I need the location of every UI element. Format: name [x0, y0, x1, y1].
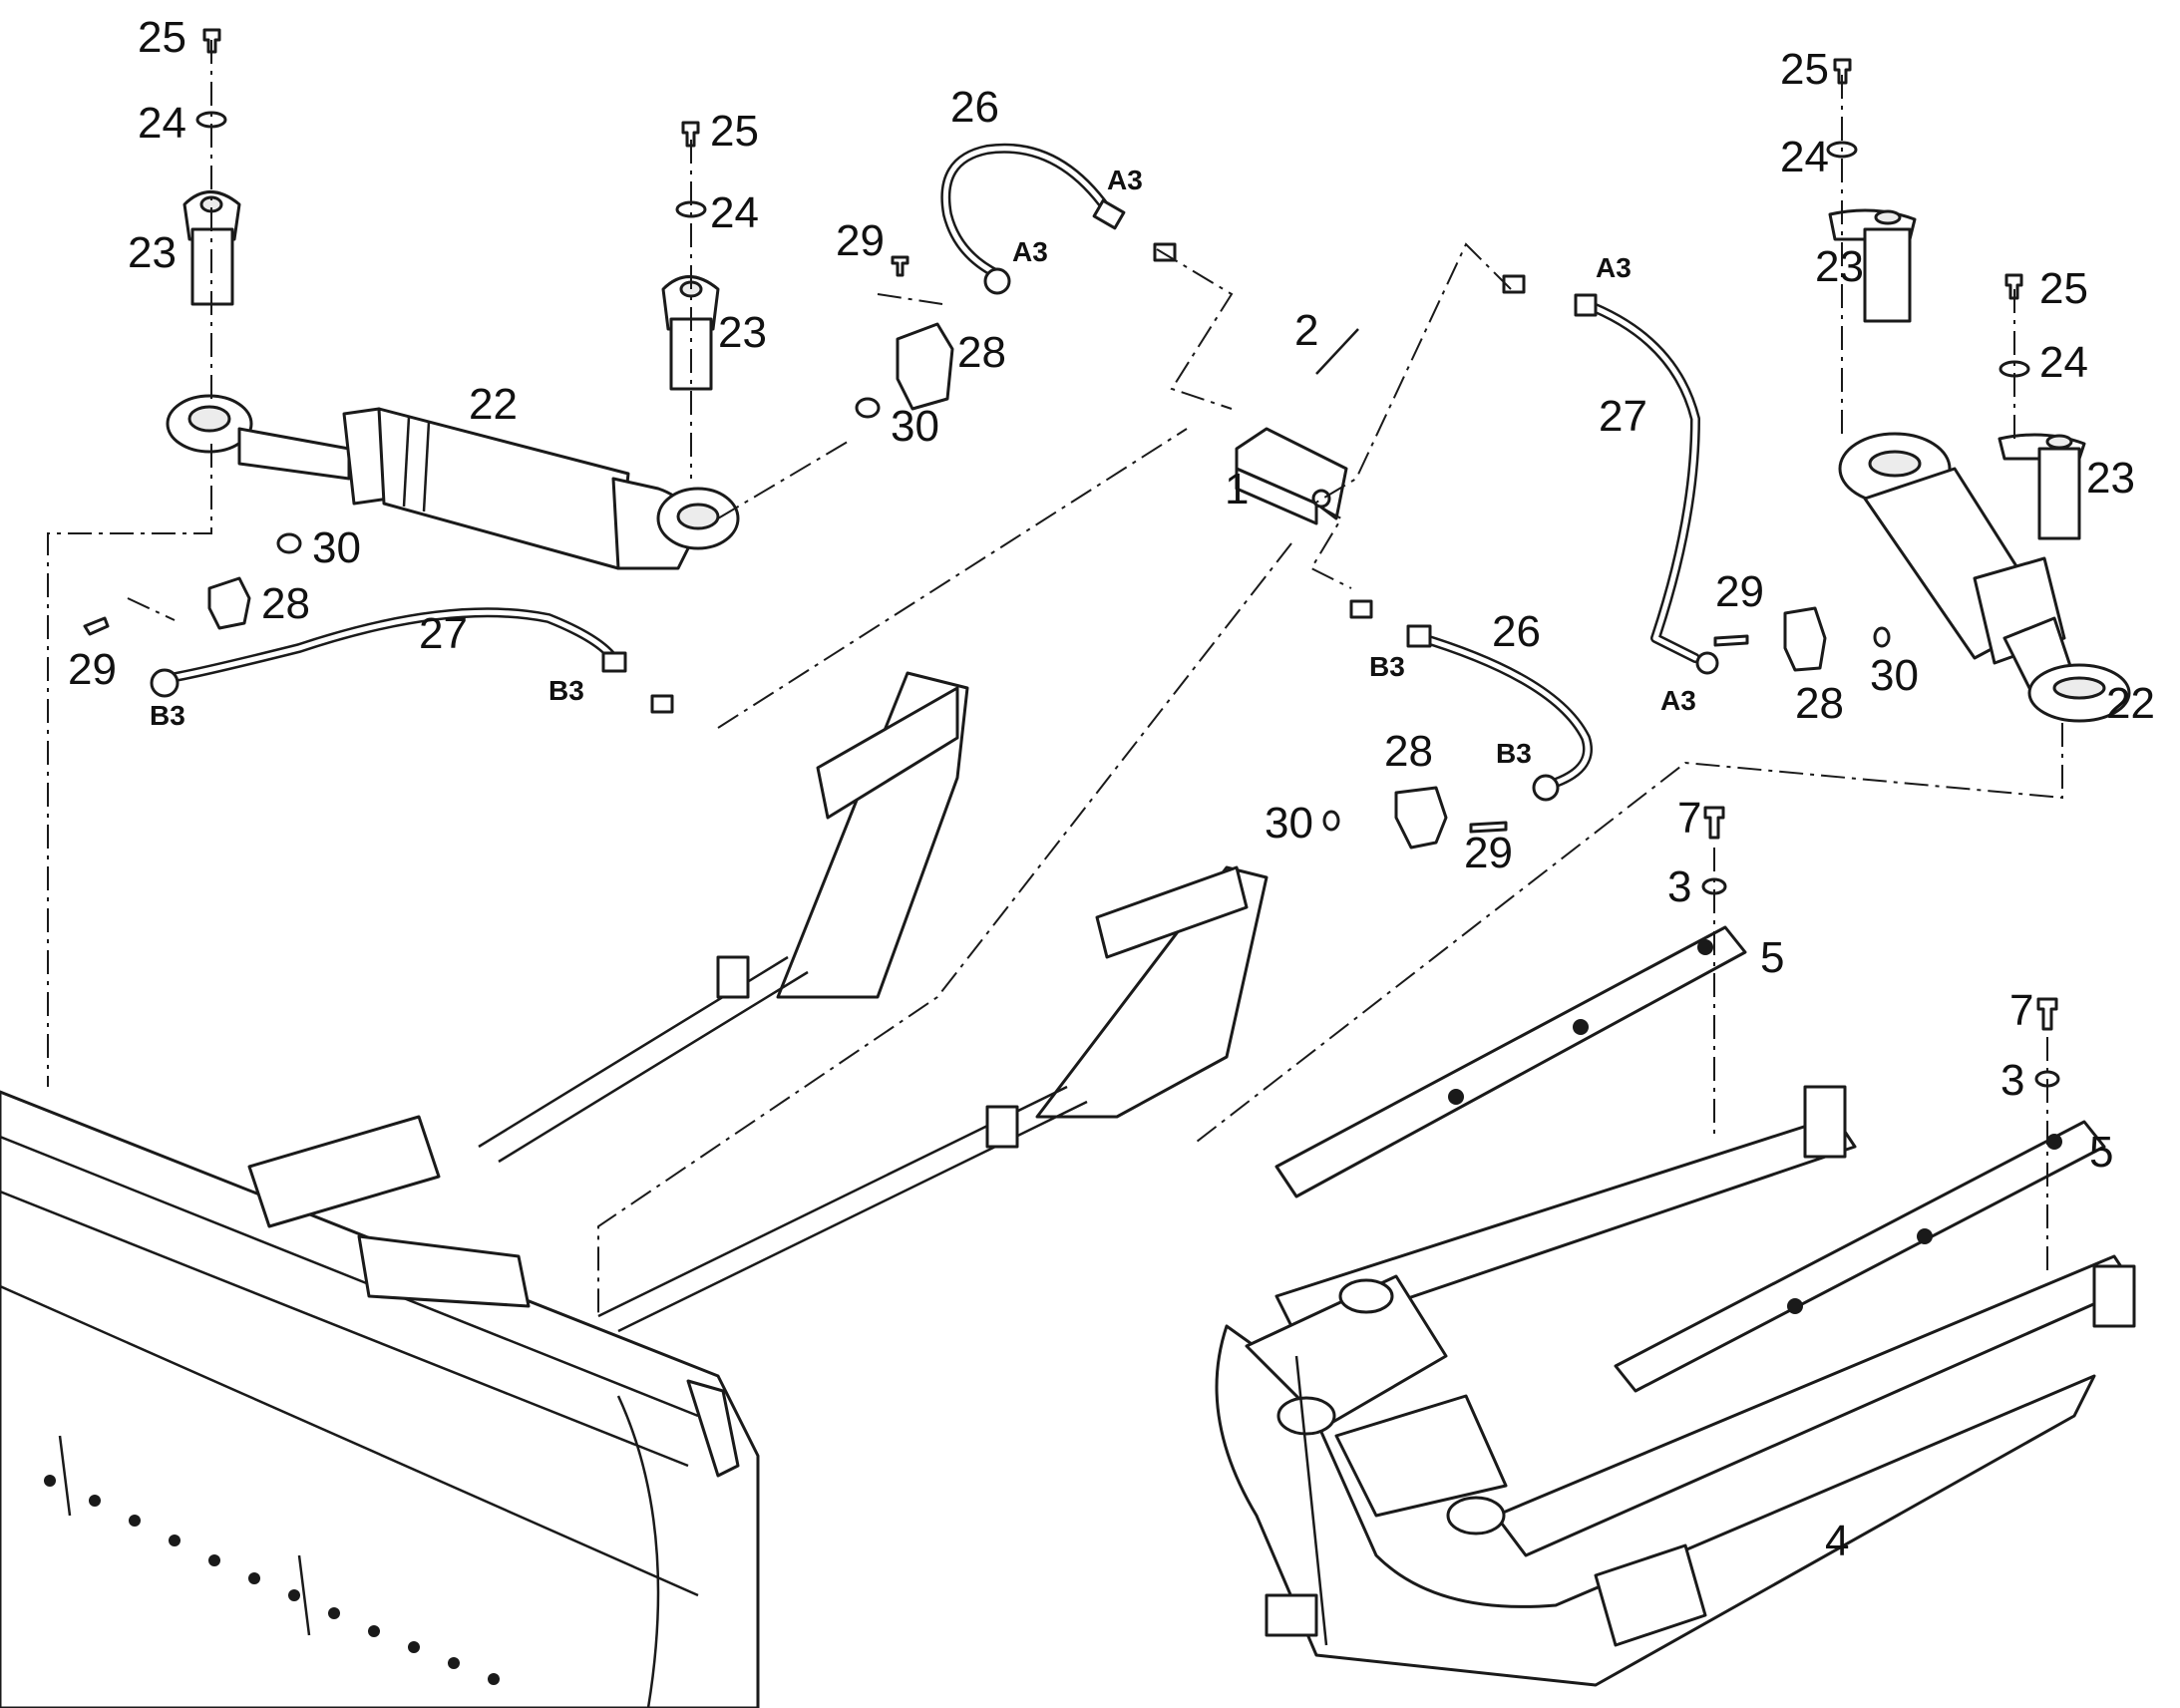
flange-28-upper: [896, 322, 954, 411]
port-label-a3-upper: A3: [1107, 165, 1143, 195]
callout-5-lower: 5: [2089, 1128, 2113, 1177]
bolt-25-far-right: [2004, 273, 2023, 300]
callout-23-mid: 23: [718, 308, 767, 357]
hose-26-lower: [1406, 624, 1593, 802]
strip-lower: [1614, 1120, 2106, 1393]
bolt-7-upper: [1703, 806, 1725, 840]
callout-23-far-right: 23: [2086, 454, 2135, 503]
fitting-lower: [1349, 599, 1373, 619]
callout-28-upper: 28: [957, 328, 1006, 377]
callout-28-lower: 28: [1384, 727, 1433, 776]
callout-7-lower: 7: [2009, 986, 2033, 1035]
callout-7-upper: 7: [1677, 794, 1701, 843]
callout-29-lower: 29: [1464, 829, 1513, 877]
callout-29-left: 29: [68, 645, 117, 694]
callout-23-left: 23: [128, 228, 177, 277]
bolt-25-right: [1833, 58, 1852, 85]
callout-24-far-right: 24: [2039, 338, 2088, 387]
port-label-b3-lower: B3: [1369, 651, 1405, 682]
callout-30-upper: 30: [891, 402, 939, 451]
port-labels: A3 A3 A3 A3 B3 B3 B3 B3: [150, 165, 1696, 769]
valve-block-1: [1235, 427, 1348, 525]
oring-30-left: [276, 532, 302, 554]
callout-23-right: 23: [1815, 242, 1864, 291]
flange-28-right: [1783, 606, 1827, 672]
callout-24-right: 24: [1780, 133, 1829, 181]
port-label-b3-lower-hose: B3: [1496, 738, 1532, 769]
port-label-a3-right-hose: A3: [1660, 685, 1696, 716]
u-frame: [1215, 1085, 2136, 1687]
cylinder-right: [1838, 432, 2131, 723]
screw-29-lower: [1469, 821, 1508, 834]
callout-27-left: 27: [419, 609, 468, 658]
dozer-blade: [0, 1090, 760, 1708]
hose-27-right: [1574, 293, 1719, 675]
callout-4: 4: [1825, 1517, 1849, 1565]
cylinder-left: [166, 394, 740, 570]
callout-1: 1: [1225, 465, 1249, 513]
callout-3-upper: 3: [1667, 862, 1691, 911]
callout-22-left: 22: [469, 380, 518, 429]
callout-29-upper: 29: [836, 216, 885, 265]
strip-upper: [1274, 925, 1747, 1198]
push-arm-frame-left: [247, 671, 1269, 1333]
callout-25-right: 25: [1780, 45, 1829, 94]
port-label-a3-upper-hose: A3: [1012, 236, 1048, 267]
flange-28-lower: [1394, 786, 1448, 850]
screw-29-upper: [891, 255, 909, 277]
oring-30-lower: [1322, 810, 1340, 832]
fitting-left: [650, 694, 674, 714]
callout-28-right: 28: [1795, 679, 1844, 728]
pin-2: [1315, 328, 1359, 375]
port-label-b3-left: B3: [150, 700, 185, 731]
callout-26-lower: 26: [1492, 607, 1541, 656]
leader-lines: [47, 40, 2063, 1316]
strip-bolts: [1448, 939, 2062, 1314]
oring-30-right: [1873, 626, 1891, 648]
screw-29-right: [1713, 634, 1749, 647]
callout-28-left: 28: [261, 579, 310, 628]
port-label-a3-right: A3: [1596, 252, 1632, 283]
pin-23-far-right: [1998, 433, 2086, 540]
callout-24-left: 24: [138, 99, 186, 148]
callout-2: 2: [1294, 306, 1318, 355]
callout-30-right: 30: [1870, 651, 1919, 700]
port-label-b3-left-hose: B3: [548, 675, 584, 706]
bolt-7-lower: [2036, 997, 2058, 1031]
callout-29-right: 29: [1715, 567, 1764, 616]
screw-29-left: [83, 616, 110, 636]
callout-22-right: 22: [2106, 679, 2155, 728]
callout-25-left: 25: [138, 13, 186, 62]
callout-30-lower: 30: [1265, 799, 1313, 848]
callout-26-upper: 26: [950, 83, 999, 132]
callout-25-far-right: 25: [2039, 264, 2088, 313]
hose-27-left: [150, 607, 627, 698]
pin-23-right: [1828, 208, 1917, 323]
callout-24-mid: 24: [710, 188, 759, 237]
flange-28-left: [207, 576, 251, 630]
oring-30-upper: [855, 397, 881, 419]
callout-30-left: 30: [312, 523, 361, 572]
hose-26-upper: [940, 143, 1126, 295]
callout-5-upper: 5: [1760, 933, 1784, 982]
bolt-25-mid: [681, 121, 700, 148]
callout-3-lower: 3: [2000, 1056, 2024, 1105]
callout-27-right: 27: [1599, 392, 1647, 441]
callout-25-mid: 25: [710, 107, 759, 156]
callouts: 25 24 23 22 25 24 23 26 29 28 30 30 28 2…: [68, 13, 2155, 1565]
